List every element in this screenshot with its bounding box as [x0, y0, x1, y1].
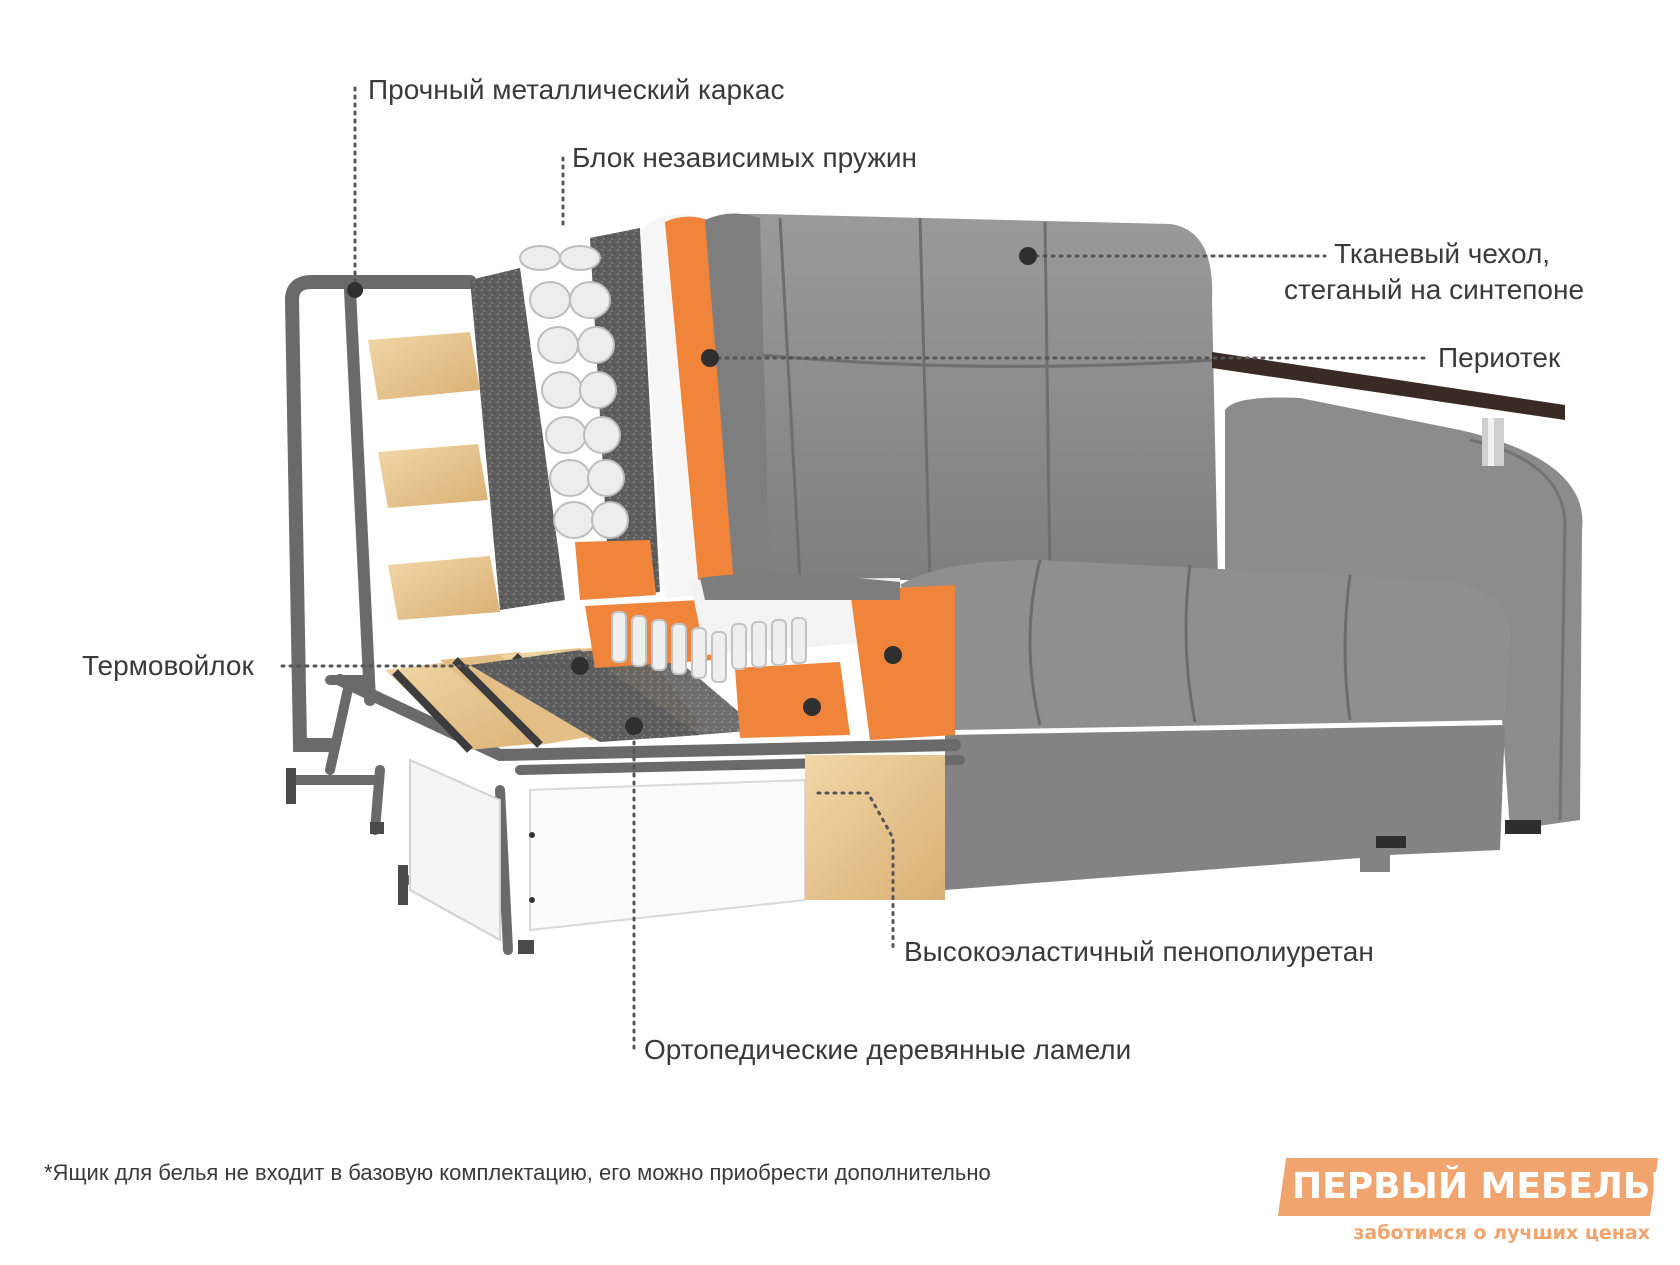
- callout-foam: Высокоэластичный пенополиуретан: [904, 936, 1374, 967]
- wood-block: [805, 755, 945, 900]
- leader-dots: [347, 247, 1037, 735]
- brand-logo: ПЕРВЫЙ МЕБЕЛЬНЫЙ заботимся о лучших цена…: [1277, 1158, 1680, 1254]
- leader-lines: [280, 86, 1432, 1052]
- callout-cover-line1: Тканевый чехол,: [1334, 238, 1551, 269]
- callout-cover-line2: стеганый на синтепоне: [1284, 274, 1585, 305]
- callout-felt: Термовойлок: [82, 650, 254, 681]
- back-springs: [519, 245, 629, 539]
- callout-periotek: Периотек: [1438, 342, 1561, 373]
- sofa-body: [690, 213, 1583, 890]
- logo-tagline: заботимся о лучших ценах: [1353, 1222, 1650, 1244]
- seat-springs: [611, 611, 807, 683]
- metal-frame: [284, 275, 965, 955]
- footnote: *Ящик для белья не входит в базовую комп…: [44, 1160, 991, 1185]
- frame-feet: [286, 768, 534, 954]
- callout-frame: Прочный металлический каркас: [368, 74, 785, 105]
- logo-title: ПЕРВЫЙ МЕБЕЛЬНЫЙ: [1292, 1166, 1680, 1207]
- back-foam: [575, 213, 770, 600]
- armrest-wood: [1212, 352, 1565, 466]
- callout-lamels: Ортопедические деревянные ламели: [644, 1034, 1132, 1065]
- callout-springs: Блок независимых пружин: [572, 142, 918, 173]
- storage-drawer: [409, 758, 806, 942]
- back-slats: [368, 332, 500, 620]
